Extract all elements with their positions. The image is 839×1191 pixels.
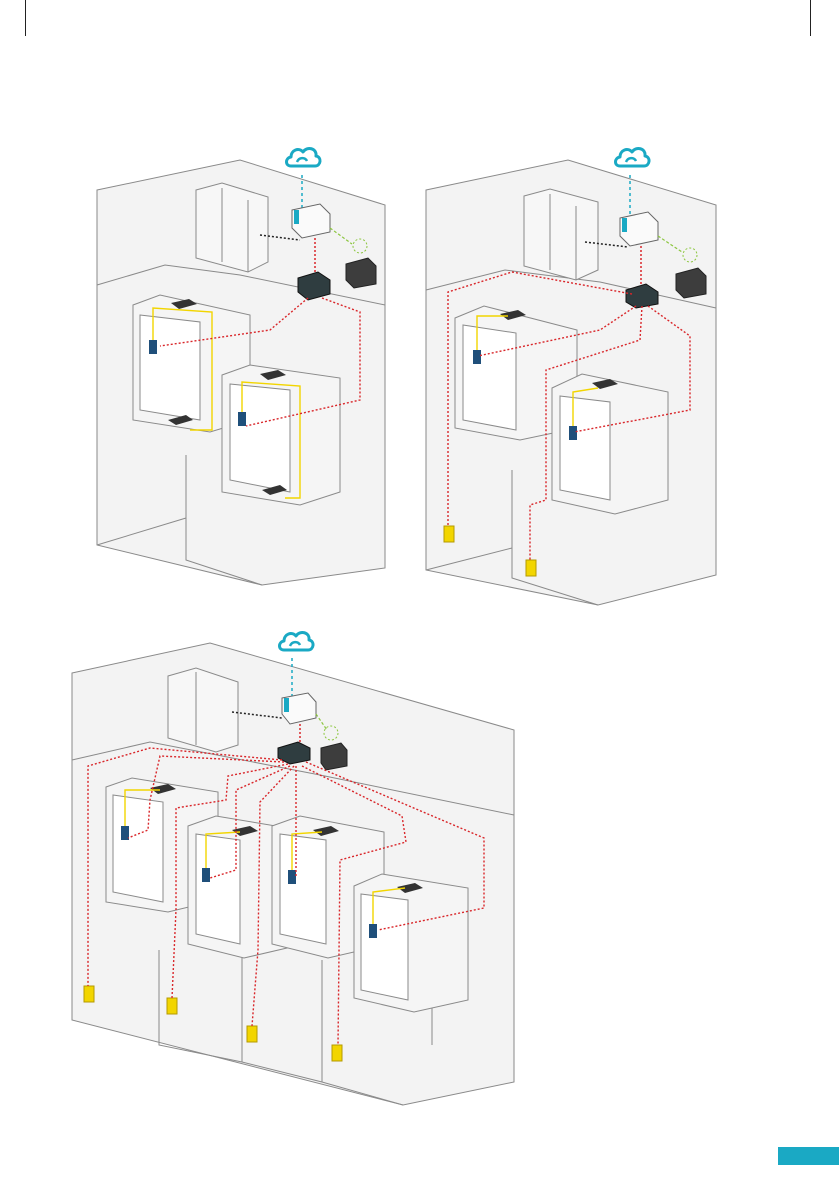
cloud-icon	[616, 149, 650, 166]
keypad-icon	[473, 350, 481, 364]
outlet-icon	[84, 986, 94, 1002]
upper-cabinet	[524, 189, 598, 280]
wall-device-icon	[676, 268, 706, 298]
outlet-icon	[247, 1026, 257, 1042]
cloud-icon	[287, 149, 321, 166]
keypad-icon	[288, 870, 296, 884]
outlet-icon	[444, 526, 454, 542]
keypad-icon	[369, 924, 377, 938]
keypad-icon	[149, 340, 157, 354]
upper-cabinet	[196, 183, 268, 272]
outlet-icon	[332, 1045, 342, 1061]
cloud-icon	[280, 633, 314, 650]
wall-device-icon	[346, 258, 376, 288]
controller-icon	[298, 272, 330, 300]
keypad-icon	[238, 412, 246, 426]
outlet-icon	[167, 998, 177, 1014]
diagram-3	[72, 633, 514, 1105]
wall-device-icon	[321, 743, 347, 770]
keypad-icon	[121, 826, 129, 840]
diagram-2	[426, 149, 716, 605]
keypad-icon	[569, 426, 577, 440]
upper-cabinet	[168, 668, 238, 752]
outlet-icon	[526, 560, 536, 576]
diagram-1	[97, 149, 385, 585]
page-tab	[778, 1147, 839, 1165]
keypad-icon	[202, 868, 210, 882]
